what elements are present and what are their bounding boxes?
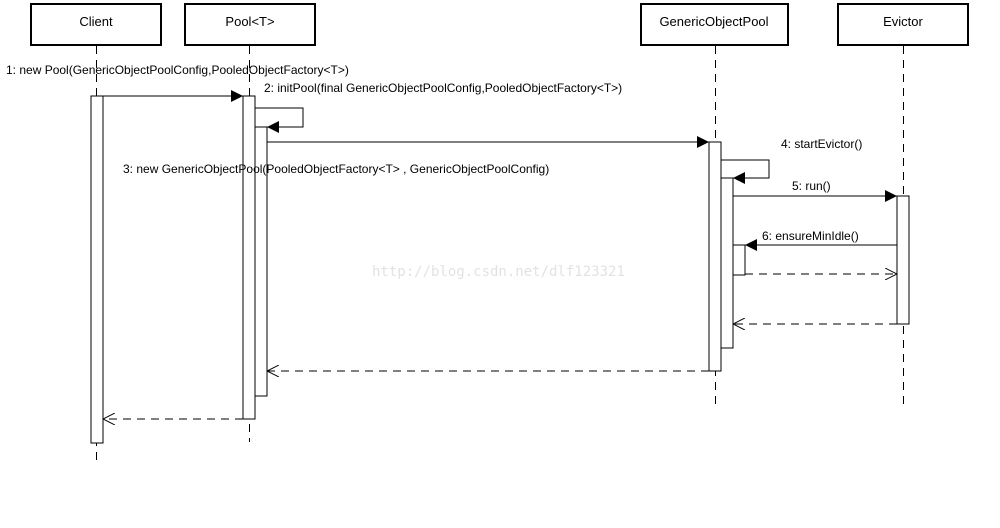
message-4-label: 4: startEvictor() bbox=[781, 137, 862, 151]
activation-evictor bbox=[896, 195, 910, 325]
activation-generic-object-pool-nested bbox=[720, 177, 734, 349]
participant-client-label: Client bbox=[79, 14, 113, 29]
message-3-label: 3: new GenericObjectPool(PooledObjectFac… bbox=[123, 162, 549, 176]
participant-evictor[interactable]: Evictor bbox=[837, 3, 969, 46]
message-4-arrow bbox=[721, 159, 770, 184]
participant-pool[interactable]: Pool<T> bbox=[184, 3, 316, 46]
participant-generic-object-pool-label: GenericObjectPool bbox=[659, 14, 768, 29]
participant-generic-object-pool[interactable]: GenericObjectPool bbox=[640, 3, 789, 46]
activation-client bbox=[90, 95, 104, 444]
message-2-label: 2: initPool(final GenericObjectPoolConfi… bbox=[264, 81, 622, 95]
message-6-label: 6: ensureMinIdle() bbox=[762, 229, 859, 243]
activation-generic-object-pool bbox=[708, 141, 722, 372]
activation-pool bbox=[242, 95, 256, 420]
activation-pool-nested bbox=[254, 126, 268, 397]
participant-pool-label: Pool<T> bbox=[225, 14, 274, 29]
message-2-arrow bbox=[255, 107, 304, 133]
message-5-label: 5: run() bbox=[792, 179, 831, 193]
activation-generic-object-pool-inner bbox=[732, 244, 746, 276]
message-1-label: 1: new Pool(GenericObjectPoolConfig,Pool… bbox=[6, 63, 349, 77]
watermark-text: http://blog.csdn.net/dlf123321 bbox=[372, 264, 625, 280]
participant-evictor-label: Evictor bbox=[883, 14, 923, 29]
participant-client[interactable]: Client bbox=[30, 3, 162, 46]
